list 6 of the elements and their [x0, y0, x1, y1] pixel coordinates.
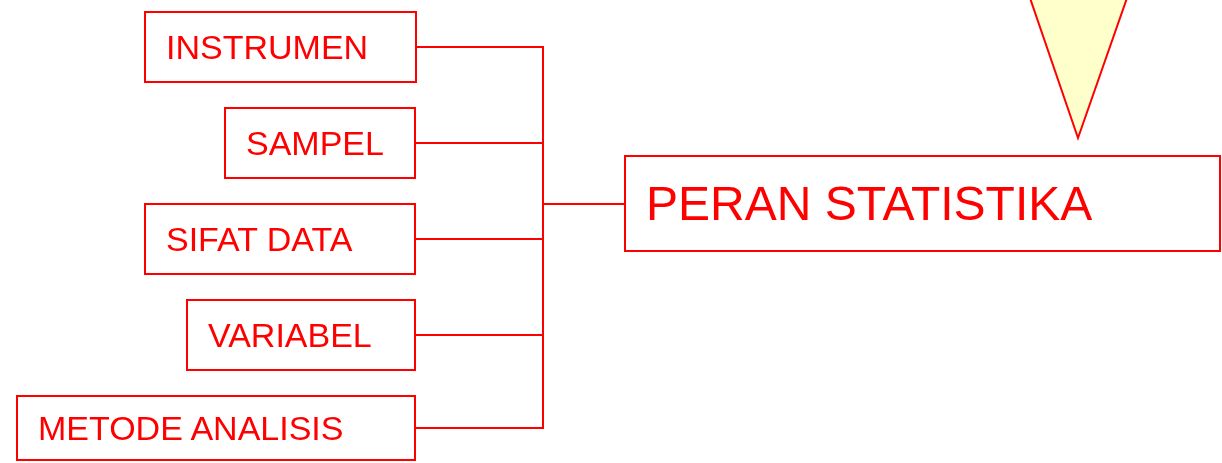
concept-box: METODE ANALISIS: [16, 395, 416, 461]
topic-box: PERAN STATISTIKA: [624, 155, 1221, 252]
concept-box: SAMPEL: [224, 107, 416, 179]
concept-box: INSTRUMEN: [144, 11, 417, 83]
concept-box: SIFAT DATA: [144, 203, 416, 275]
concept-box: VARIABEL: [186, 299, 416, 371]
